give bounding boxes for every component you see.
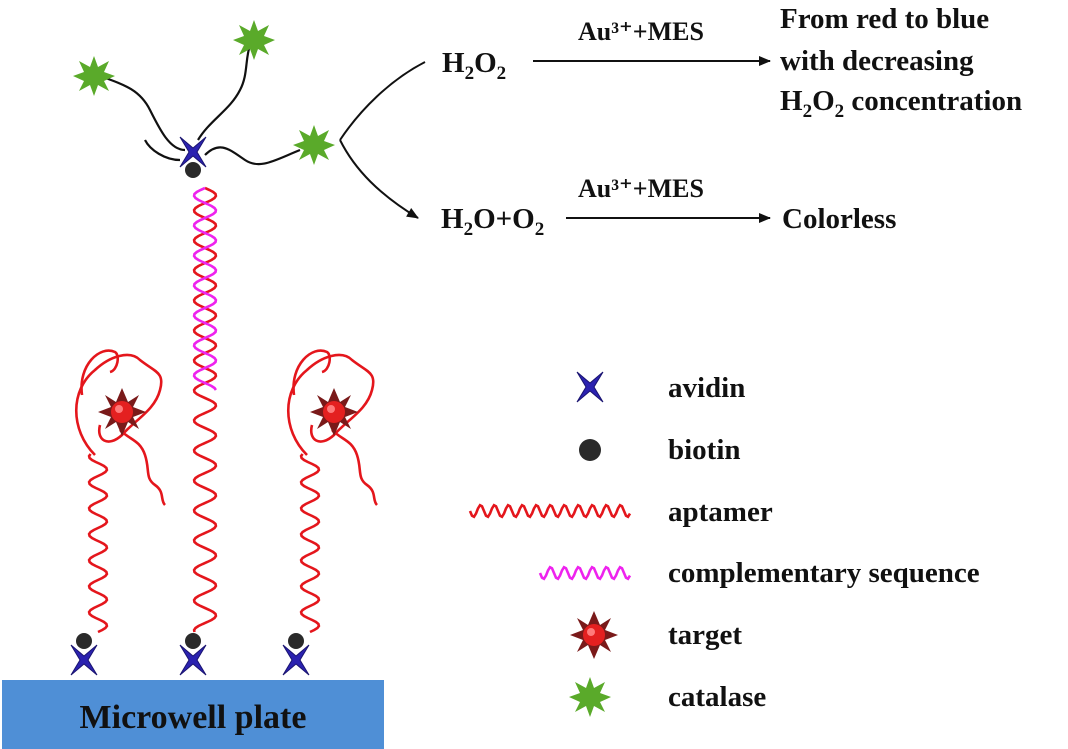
aptamer-right-fold [287,353,375,456]
legend-target-label: target [668,619,742,651]
legend-biotin-icon [579,439,601,461]
plate-label: Microwell plate [80,699,307,736]
aptamer-right-loop [292,349,332,396]
result-line-1: From red to blue [780,3,989,35]
aptamer-left-loop [80,349,120,396]
aptamer-middle-stem [192,186,218,633]
top-reagent-label: Au³⁺+MES [578,17,704,46]
plate-biotin-1-icon [76,633,92,649]
legend-complementary-icon [538,565,632,581]
legend-complementary-label: complementary sequence [668,557,980,589]
catalase-tether-2 [197,44,252,141]
aptamer-left-fold [75,353,163,456]
branch-to-h2o [339,139,419,219]
legend-avidin-label: avidin [668,372,745,404]
catalase-tether-3 [204,146,301,166]
bound-target-left-icon [98,388,146,436]
legend-target-icon [570,611,618,659]
legend-aptamer-icon [468,503,632,519]
plate-biotin-3-icon [288,633,304,649]
result-line-2: with decreasing [780,45,974,77]
catalase-1-icon [73,56,115,96]
aptamer-left-stem [87,453,109,634]
bound-target-right-icon [310,388,358,436]
colorless-label: Colorless [782,203,896,235]
legend-biotin-label: biotin [668,434,741,466]
legend-catalase-icon [569,677,611,717]
catalase-tether-4 [144,139,181,162]
bottom-reagent-label: Au³⁺+MES [578,174,704,203]
plate-avidin-3-icon [282,644,310,676]
legend-catalase-label: catalase [668,681,766,713]
catalase-2-icon [233,20,275,60]
plate-avidin-2-icon [179,644,207,676]
branch-to-h2o2 [339,61,426,141]
h2o2-label: H2O2 [442,47,506,84]
catalase-tether-1 [99,74,186,152]
aptamer-right-stem [299,453,321,634]
aptamer-right-tail [331,429,379,506]
plate-biotin-2-icon [185,633,201,649]
catalase-3-icon [293,125,335,165]
result-line-3: H2O2 concentration [780,85,1022,122]
h2o-o2-label: H2O+O2 [441,203,544,240]
legend: avidin biotin aptamer complementary sequ… [468,371,980,717]
legend-aptamer-label: aptamer [668,496,773,528]
aptamer-left-tail [119,429,167,506]
legend-avidin-icon [576,371,604,403]
microwell-plate [2,680,384,749]
complementary-sequence-strand [192,186,218,391]
plate-avidin-1-icon [70,644,98,676]
top-biotin-icon [185,162,201,178]
